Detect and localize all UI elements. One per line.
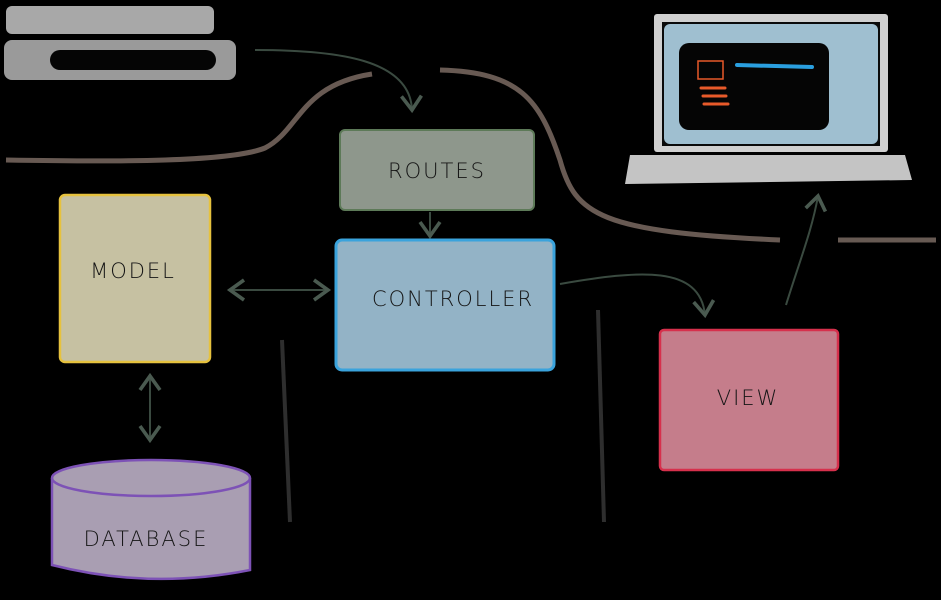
database-label: DATABASE — [84, 527, 209, 551]
divider-line-right — [596, 309, 606, 523]
divider-line-left — [280, 339, 292, 523]
model-label: MODEL — [90, 259, 176, 283]
controller-label: CONTROLLER — [372, 287, 534, 311]
arrow-view-to-laptop — [785, 192, 828, 306]
arrow-controller-to-view — [559, 273, 716, 319]
response-curve — [439, 67, 781, 243]
routes-node: ROUTES — [339, 129, 535, 211]
view-node: VIEW — [658, 328, 840, 472]
arrow-browser-to-routes — [254, 49, 423, 114]
view-label: VIEW — [717, 386, 780, 410]
request-curve — [5, 71, 373, 164]
controller-node: CONTROLLER — [334, 238, 556, 372]
database-node: DATABASE — [50, 458, 252, 581]
model-node: MODEL — [58, 193, 212, 364]
browser-address-bar-icon — [4, 6, 236, 80]
routes-label: ROUTES — [388, 159, 486, 183]
laptop-icon — [625, 14, 912, 184]
